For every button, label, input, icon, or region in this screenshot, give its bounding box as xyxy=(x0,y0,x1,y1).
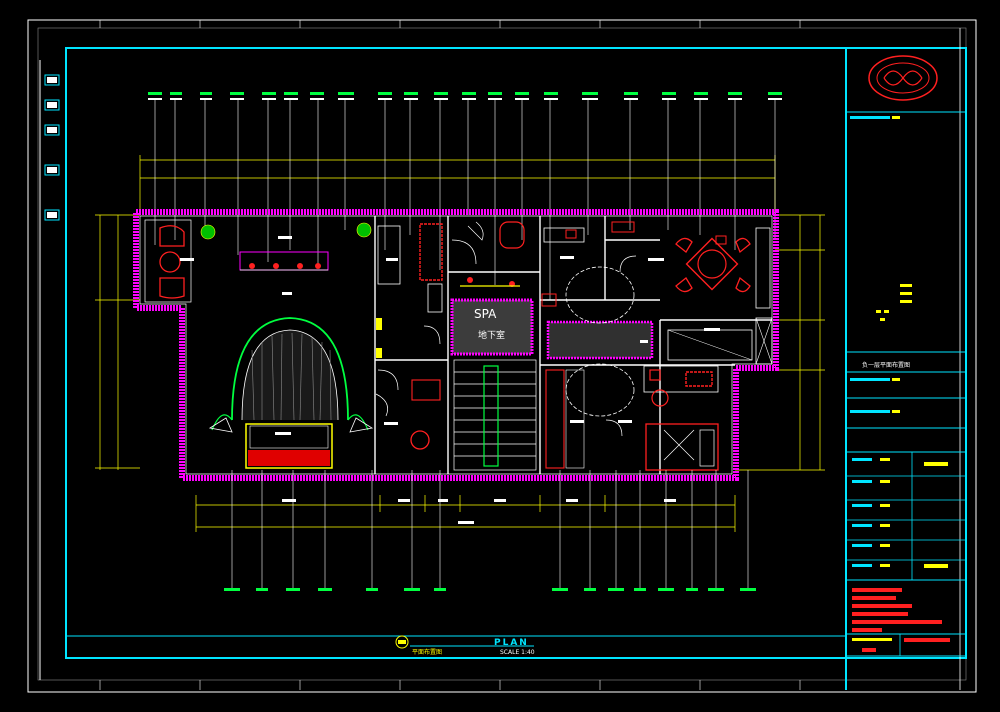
drawing-name-cn: 平面布置图 xyxy=(412,648,442,656)
bottom-dimensions xyxy=(195,495,736,532)
dining-area xyxy=(667,227,773,365)
plan-title-text: PLAN xyxy=(494,638,529,648)
section-marker-icon xyxy=(395,635,409,649)
lounge-area xyxy=(208,251,374,469)
grid-ticks xyxy=(99,20,801,690)
title-block-header: 负一层平面布置图 xyxy=(862,361,910,369)
bottom-dimension-marks xyxy=(282,499,676,524)
scale-text: SCALE 1:40 xyxy=(500,649,535,656)
left-dimensions xyxy=(95,214,140,470)
plan-title: PLAN 平面布置图 SCALE 1:40 xyxy=(395,635,535,656)
ornamental-logo-icon xyxy=(868,55,938,101)
top-callouts xyxy=(139,92,782,300)
wall-outline xyxy=(139,215,773,475)
interior-walls xyxy=(374,216,772,474)
corridor-feature xyxy=(541,221,654,469)
exterior-walls xyxy=(133,209,779,481)
wc-area xyxy=(376,223,443,450)
bottom-callouts xyxy=(224,470,756,591)
cellar-label: 地下室 xyxy=(478,329,505,341)
room-tags xyxy=(180,236,720,435)
revision-column xyxy=(44,74,60,221)
door-swings xyxy=(375,221,637,437)
utility-rooms xyxy=(643,365,719,471)
title-block: 负一层平面布置图 xyxy=(846,55,966,657)
spa-label: SPA xyxy=(474,307,497,321)
staircase xyxy=(453,359,537,471)
right-dimensions xyxy=(735,214,825,471)
spa-room: SPA 地下室 xyxy=(450,221,534,356)
sheet-frame xyxy=(27,19,977,693)
